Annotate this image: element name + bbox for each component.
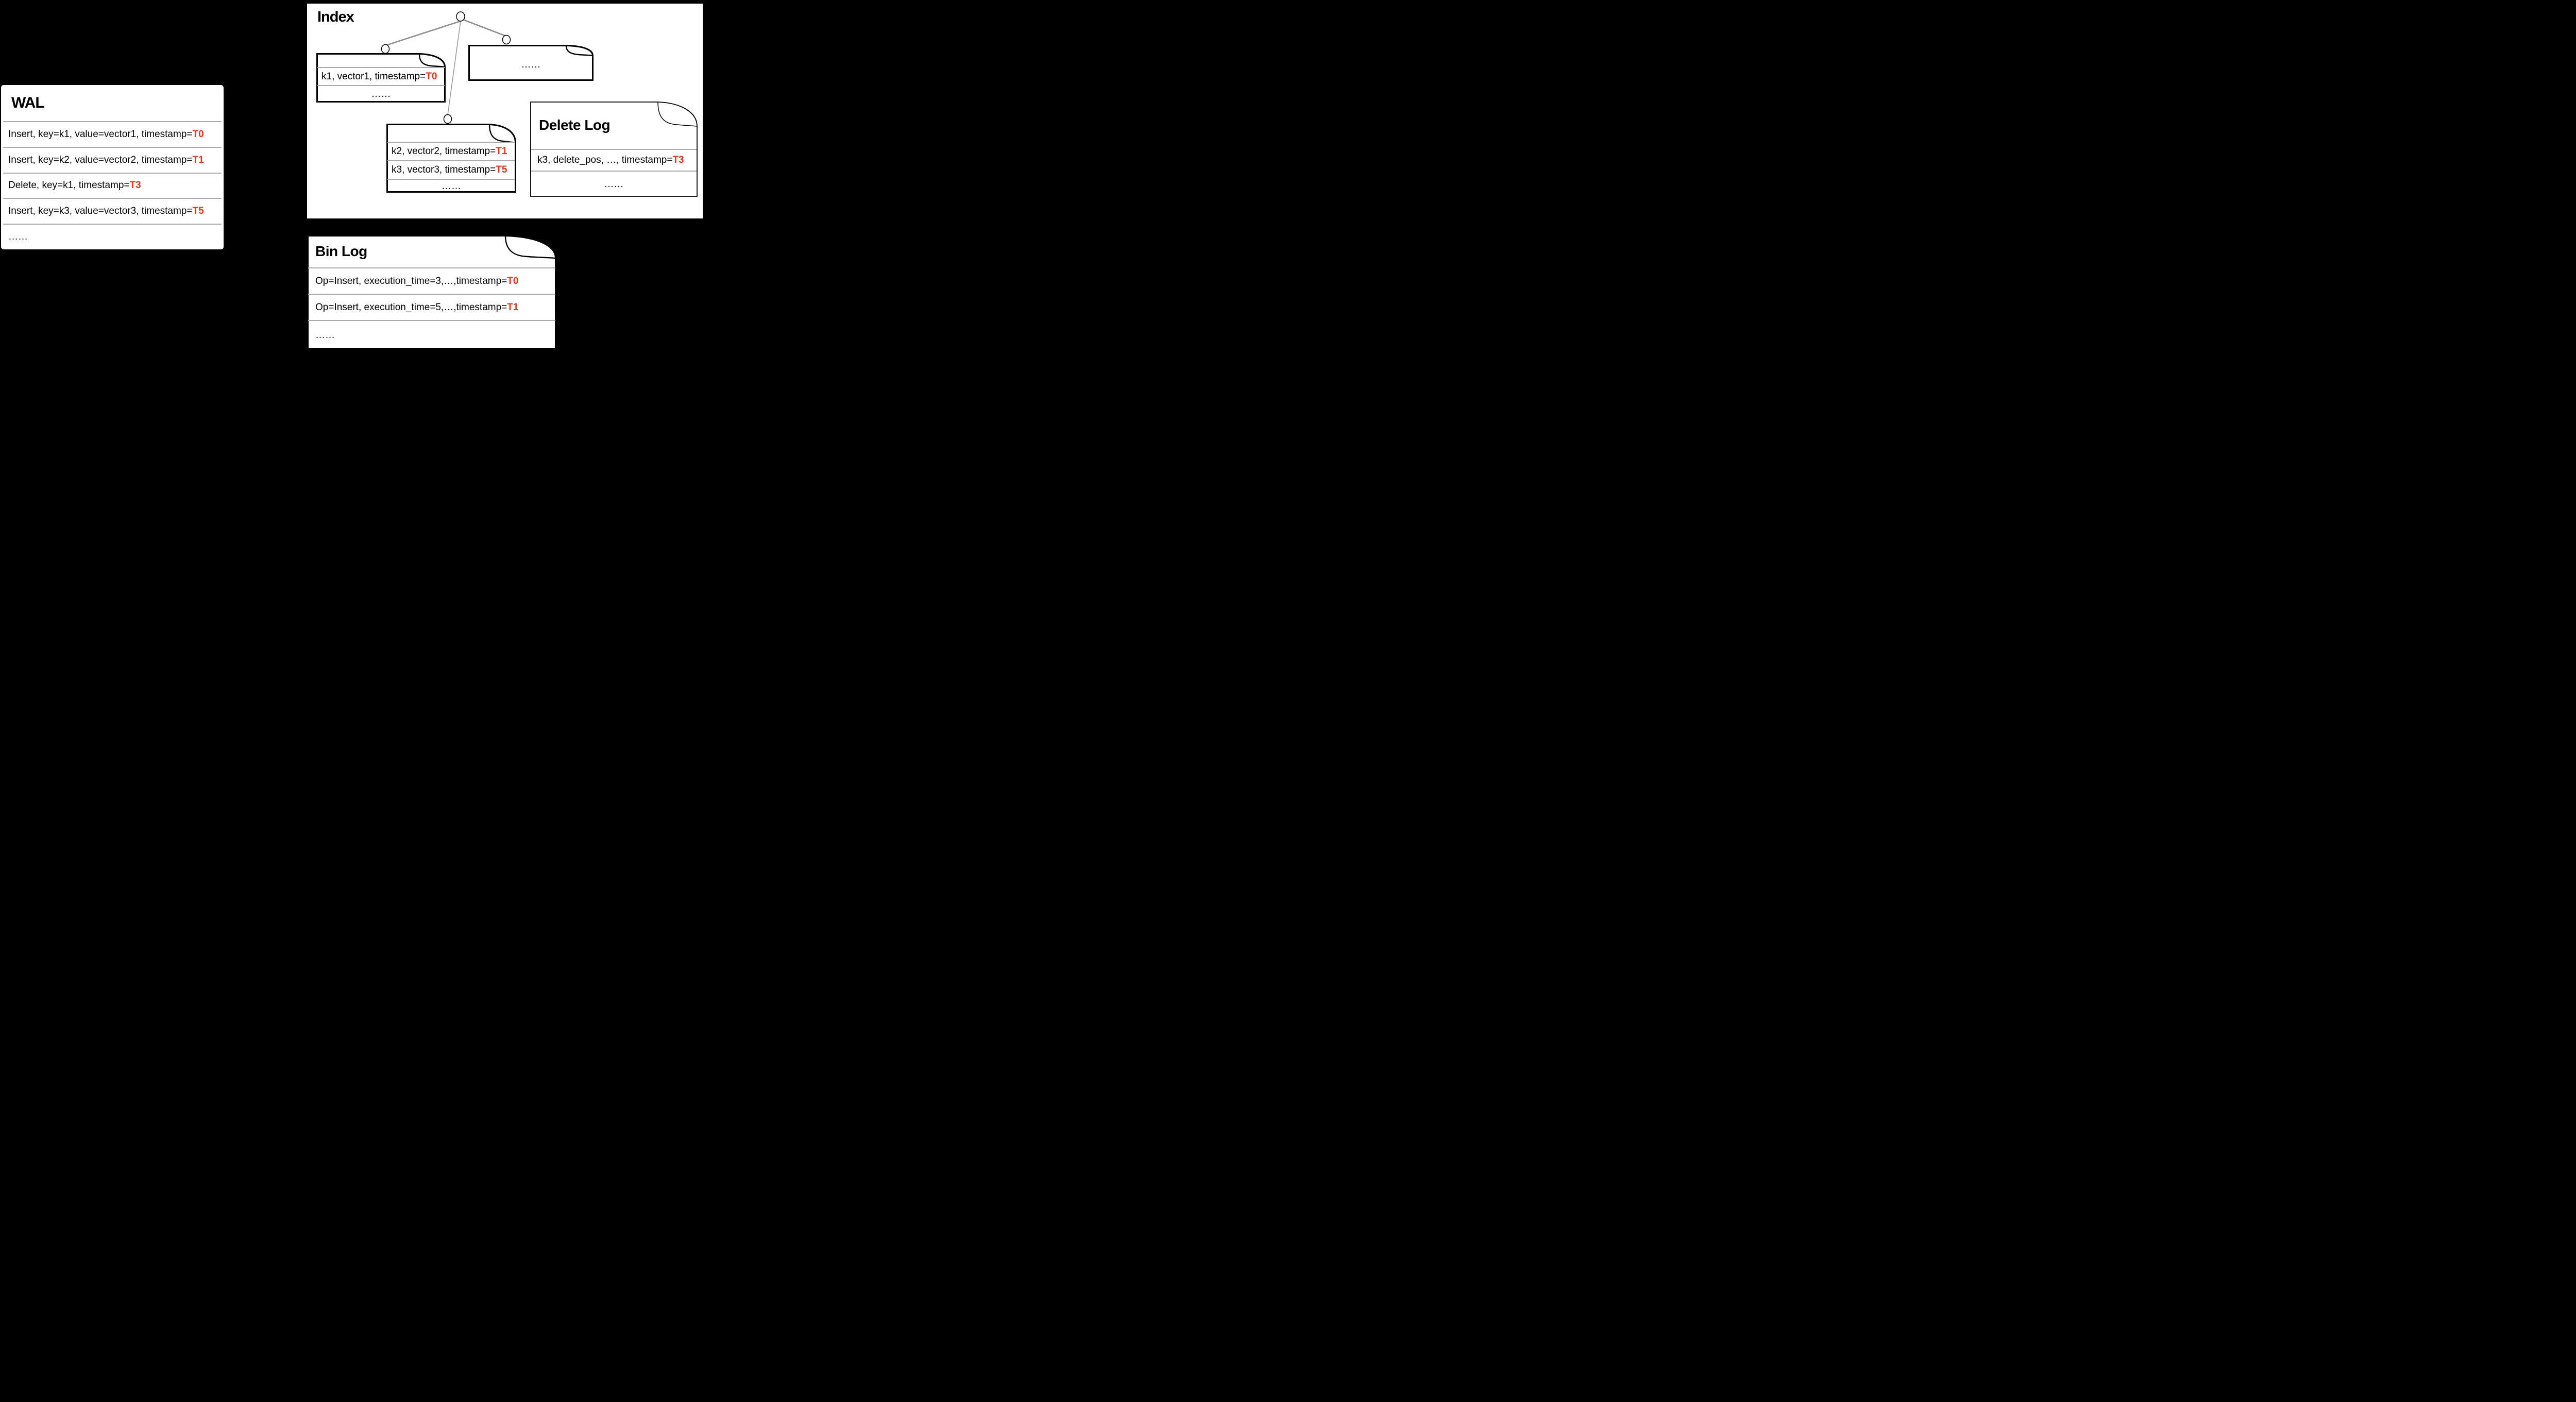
delete-log-row: k3, delete_pos, …, timestamp=T3 bbox=[530, 150, 698, 171]
separator bbox=[3, 121, 222, 122]
wal-title-block: WAL bbox=[1, 85, 224, 121]
node-row-text: k2, vector2, timestamp= bbox=[392, 146, 496, 157]
timestamp-value: T5 bbox=[192, 206, 204, 217]
timestamp-value: T0 bbox=[507, 275, 519, 286]
tree-node-circle bbox=[456, 11, 465, 22]
timestamp-value: T5 bbox=[496, 164, 507, 175]
index-node-row-ellipsis: …… bbox=[316, 86, 446, 103]
wal-row: Insert, key=k1, value=vector1, timestamp… bbox=[1, 122, 224, 147]
node-row-text: Op=Insert, execution_time=3,…,timestamp= bbox=[315, 275, 507, 286]
delete-log-title: Delete Log bbox=[539, 117, 611, 133]
bin-log-row: Op=Insert, execution_time=3,…,timestamp=… bbox=[307, 268, 556, 294]
node-row-text: …… bbox=[442, 180, 461, 192]
bin-log-title: Bin Log bbox=[315, 243, 367, 259]
node-row-text: Op=Insert, execution_time=5,…,timestamp= bbox=[315, 301, 507, 313]
node-header bbox=[386, 124, 516, 142]
folded-corner-icon bbox=[565, 45, 593, 57]
diagram-canvas: WAL Insert, key=k1, value=vector1, times… bbox=[0, 0, 704, 350]
delete-log-row-ellipsis: …… bbox=[530, 172, 698, 197]
index-panel: Index k1, vector1, timestamp=T0 …… bbox=[307, 4, 703, 218]
tree-node-circle bbox=[381, 44, 390, 54]
document-page-icon bbox=[468, 45, 594, 81]
timestamp-value: T1 bbox=[496, 146, 507, 157]
folded-corner-icon bbox=[418, 54, 445, 68]
wal-row-text: Insert, key=k2, value=vector2, timestamp… bbox=[8, 154, 193, 165]
folded-corner-icon bbox=[504, 235, 556, 259]
index-node-row: k1, vector1, timestamp=T0 bbox=[316, 68, 446, 85]
timestamp-value: T1 bbox=[192, 154, 204, 165]
wal-row-text: Insert, key=k1, value=vector1, timestamp… bbox=[8, 128, 193, 140]
wal-row: Insert, key=k3, value=vector3, timestamp… bbox=[1, 199, 224, 224]
folded-corner-icon bbox=[657, 102, 698, 127]
node-row-text: k3, delete_pos, …, timestamp= bbox=[537, 155, 673, 165]
index-node-row-ellipsis: …… bbox=[386, 180, 516, 193]
timestamp-value: T3 bbox=[672, 155, 684, 165]
node-row-text: k1, vector1, timestamp= bbox=[321, 71, 426, 82]
index-node-more: …… bbox=[468, 45, 594, 81]
separator bbox=[317, 85, 445, 86]
bin-log-row: Op=Insert, execution_time=5,…,timestamp=… bbox=[307, 295, 556, 320]
document-page-icon bbox=[386, 124, 516, 193]
separator bbox=[3, 198, 222, 199]
separator bbox=[308, 294, 555, 295]
separator bbox=[3, 224, 222, 225]
node-row-text: …… bbox=[521, 59, 541, 70]
index-node-row: k3, vector3, timestamp=T5 bbox=[386, 161, 516, 179]
separator bbox=[387, 142, 515, 143]
wal-row-ellipsis: …… bbox=[1, 225, 224, 249]
wal-row: Insert, key=k2, value=vector2, timestamp… bbox=[1, 148, 224, 173]
tree-edge bbox=[385, 20, 461, 46]
wal-panel: WAL Insert, key=k1, value=vector1, times… bbox=[1, 85, 224, 249]
bin-log-panel: Bin Log Op=Insert, execution_time=3,…,ti… bbox=[307, 235, 556, 349]
bin-log-row-ellipsis: …… bbox=[307, 321, 556, 349]
separator bbox=[3, 172, 222, 174]
node-row-text: …… bbox=[315, 329, 335, 341]
node-row-text: k3, vector3, timestamp= bbox=[392, 164, 496, 175]
separator bbox=[308, 267, 555, 268]
document-outline bbox=[386, 124, 516, 193]
wal-row-text: …… bbox=[8, 231, 28, 243]
timestamp-value: T0 bbox=[192, 128, 204, 140]
document-page-icon bbox=[316, 53, 446, 103]
tree-edge bbox=[461, 18, 506, 37]
separator bbox=[308, 320, 555, 321]
wal-row: Delete, key=k1, timestamp=T3 bbox=[1, 174, 224, 198]
timestamp-value: T1 bbox=[507, 301, 519, 313]
node-row-text: …… bbox=[371, 89, 391, 99]
index-title: Index bbox=[317, 9, 354, 25]
index-node-k2: k2, vector2, timestamp=T1 k3, vector3, t… bbox=[386, 124, 516, 193]
index-node-row: k2, vector2, timestamp=T1 bbox=[386, 143, 516, 160]
document-outline bbox=[468, 45, 594, 81]
timestamp-value: T0 bbox=[426, 71, 437, 82]
separator bbox=[387, 160, 515, 161]
node-header bbox=[316, 53, 446, 67]
document-outline bbox=[316, 53, 446, 103]
separator bbox=[531, 171, 697, 172]
wal-title: WAL bbox=[11, 94, 45, 111]
tree-node-circle bbox=[443, 114, 452, 124]
bin-log-title-block: Bin Log bbox=[307, 235, 556, 267]
node-row-text: …… bbox=[604, 178, 624, 190]
index-node-k1: k1, vector1, timestamp=T0 …… bbox=[316, 53, 446, 103]
separator bbox=[387, 179, 515, 180]
wal-row-text: Insert, key=k3, value=vector3, timestamp… bbox=[8, 206, 193, 217]
separator bbox=[317, 67, 445, 68]
tree-node-circle bbox=[502, 35, 511, 45]
index-node-row-ellipsis: …… bbox=[468, 45, 594, 81]
separator bbox=[3, 146, 222, 148]
wal-row-text: Delete, key=k1, timestamp= bbox=[8, 180, 130, 191]
separator bbox=[531, 149, 697, 150]
delete-log-panel: Delete Log k3, delete_pos, …, timestamp=… bbox=[530, 102, 698, 197]
tree-edge bbox=[447, 21, 461, 115]
delete-log-title-block: Delete Log bbox=[530, 102, 698, 149]
timestamp-value: T3 bbox=[129, 180, 141, 191]
